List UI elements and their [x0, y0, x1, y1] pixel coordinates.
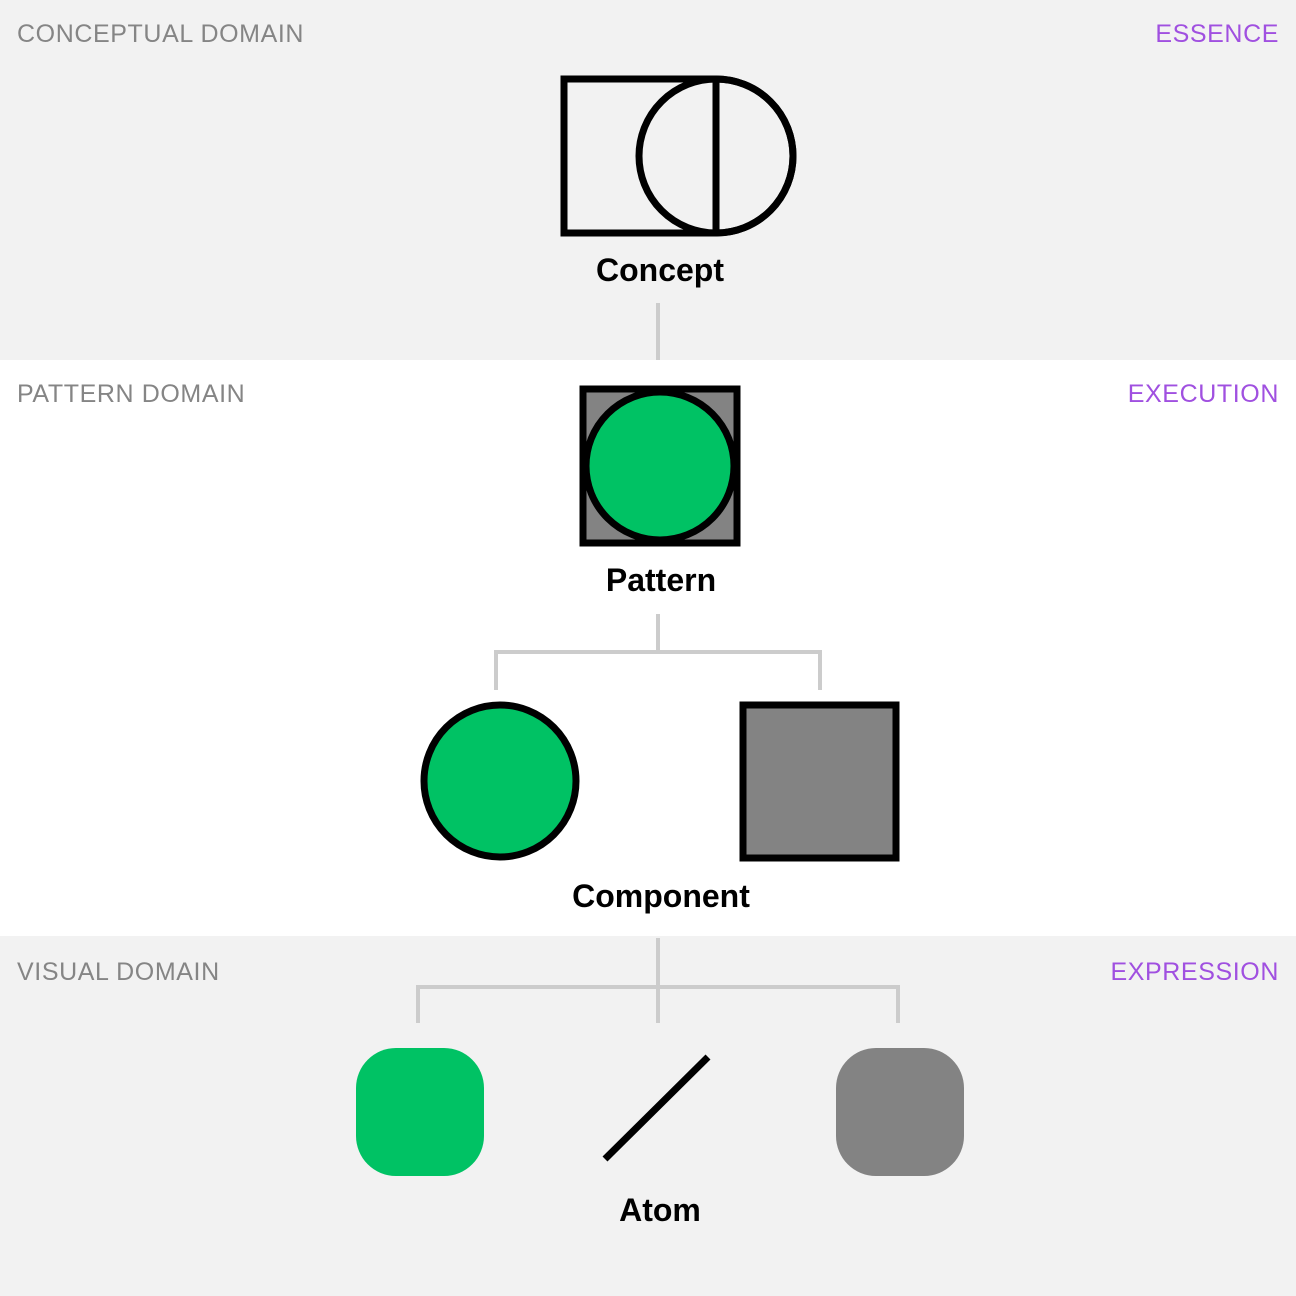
execution-label: EXECUTION	[1127, 380, 1279, 408]
atom-green-rounded-square-icon	[356, 1048, 484, 1176]
pattern-icon	[579, 385, 741, 547]
expression-label: EXPRESSION	[1110, 958, 1279, 986]
component-label: Component	[572, 878, 750, 914]
essence-label: ESSENCE	[1155, 20, 1279, 48]
connector-lines	[416, 303, 900, 1023]
pattern-label: Pattern	[605, 562, 717, 598]
concept-label: Concept	[596, 252, 724, 288]
visual-domain-label: VISUAL DOMAIN	[17, 958, 220, 986]
atom-gray-rounded-square-icon	[836, 1048, 964, 1176]
concept-icon	[560, 75, 797, 237]
component-square-icon	[739, 701, 900, 862]
connector-component-atom	[416, 938, 900, 1023]
conceptual-domain-label: CONCEPTUAL DOMAIN	[17, 20, 305, 48]
atom-label: Atom	[619, 1192, 701, 1228]
atom-diagonal-line-icon	[602, 1054, 711, 1162]
connector-pattern-component	[494, 614, 822, 690]
pattern-domain-label: PATTERN DOMAIN	[17, 380, 246, 408]
component-circle-icon	[420, 701, 580, 861]
conceptual-domain-band: CONCEPTUAL DOMAIN ESSENCE	[0, 0, 1296, 360]
